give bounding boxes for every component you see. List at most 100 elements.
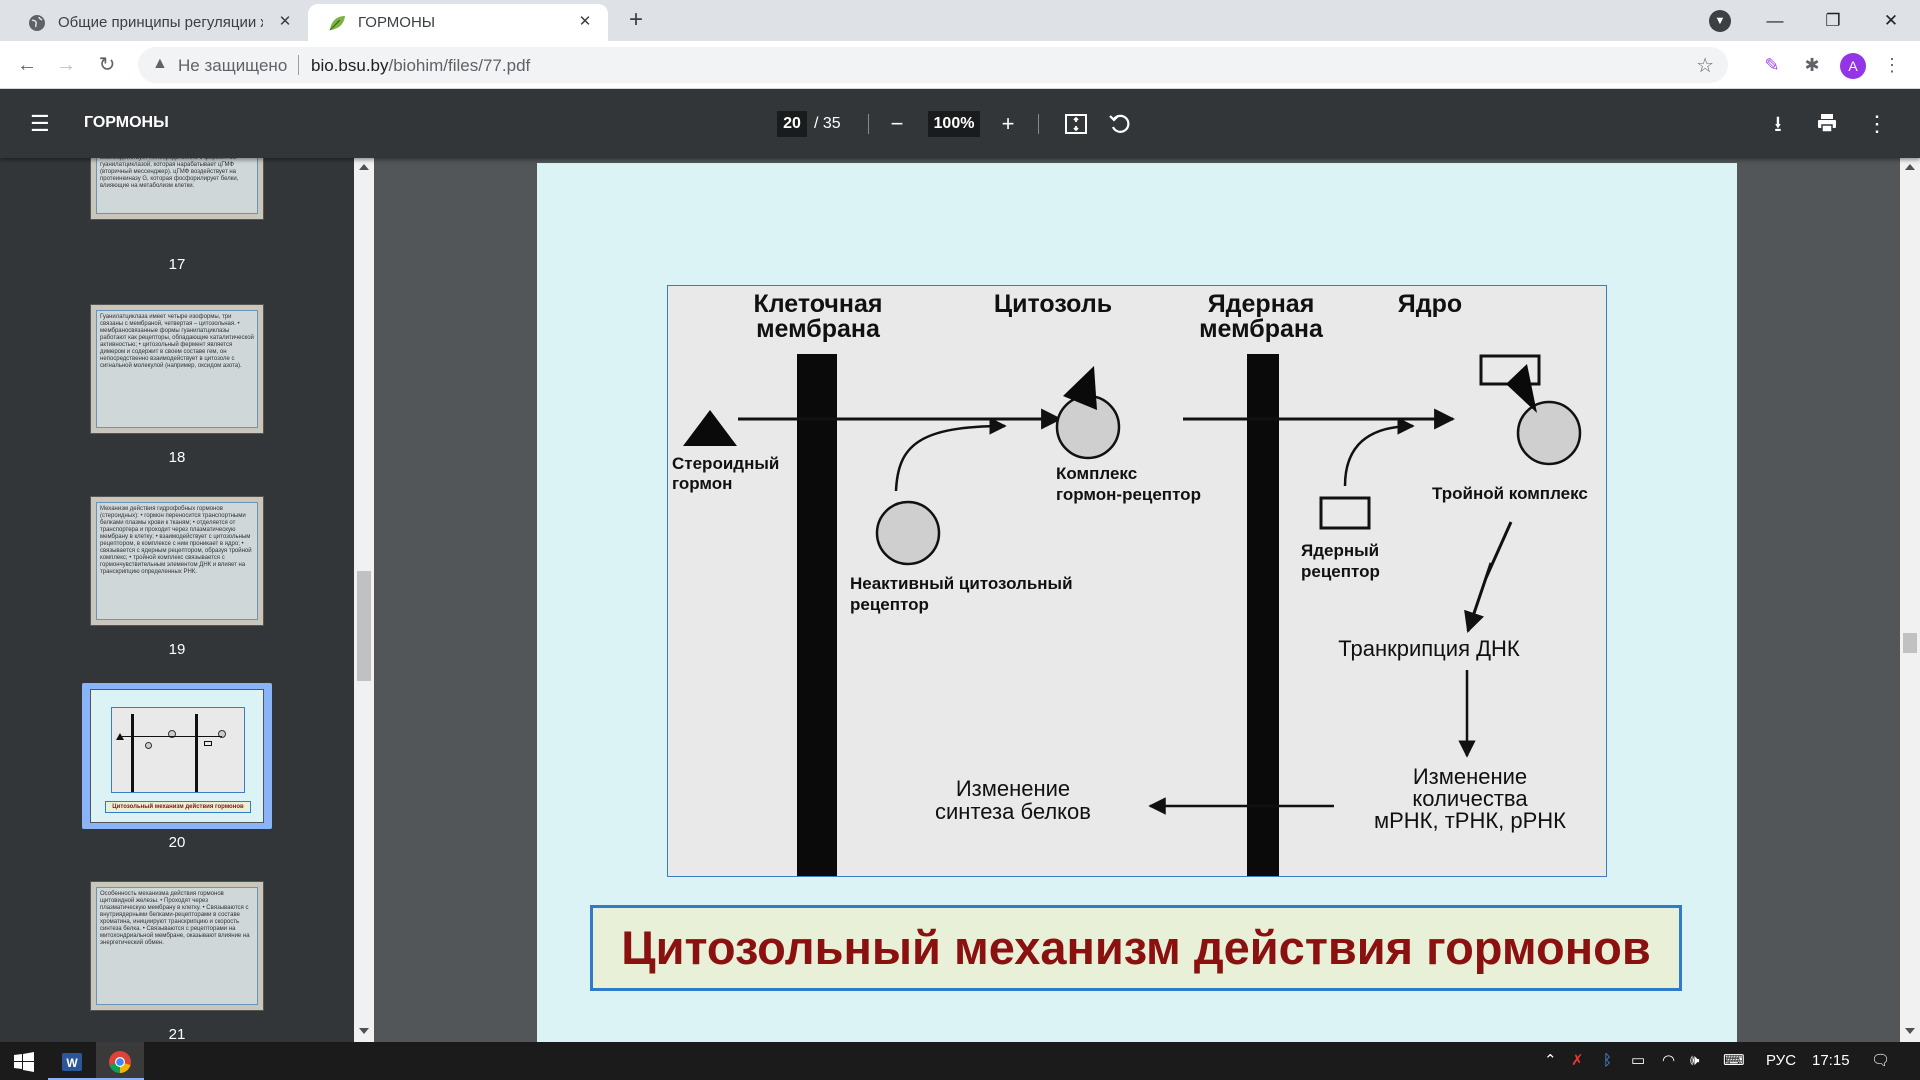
thumbnail-page-19[interactable]: Механизм действия гидрофобных гормонов (… xyxy=(90,496,264,626)
security-label[interactable]: Не защищено xyxy=(178,56,288,75)
close-tab-icon[interactable]: ✕ xyxy=(578,13,592,30)
download-icon[interactable]: ⭳ xyxy=(1774,111,1782,136)
bluetooth-tray-icon[interactable]: ᛒ xyxy=(1603,1052,1613,1069)
thumbnail-page-20[interactable]: Цитозольный механизм действия гормонов xyxy=(90,689,264,823)
scroll-down-arrow-icon[interactable] xyxy=(1905,1028,1915,1034)
back-arrow-icon[interactable]: ← xyxy=(17,54,37,76)
sidebar-scrollbar[interactable] xyxy=(354,158,374,1042)
warning-icon[interactable]: ▲ xyxy=(152,55,168,72)
battery-tray-icon[interactable]: ▭ xyxy=(1631,1052,1646,1069)
minimize-button[interactable]: — xyxy=(1766,11,1784,30)
header-cytosol: Цитозоль xyxy=(994,290,1112,318)
tab-hormones[interactable]: ГОРМОНЫ ✕ xyxy=(308,4,608,41)
thumbnail-page-18[interactable]: Гуанилатциклаза имеет четыре изоформы, т… xyxy=(90,304,264,434)
thumbnail-page-17[interactable]: мембран связи с адреналином; лиганд взаи… xyxy=(90,158,264,220)
thumbnail-page-21[interactable]: Особенность механизма действия гормонов … xyxy=(90,881,264,1011)
thumbnail-preview: Особенность механизма действия гормонов … xyxy=(96,887,258,1005)
pdf-toolbar: ☰ ГОРМОНЫ 20 / 35 − 100% + ⭳ ⋮ xyxy=(0,90,1920,158)
more-options-icon[interactable]: ⋮ xyxy=(1866,111,1888,136)
clock[interactable]: 17:15 xyxy=(1812,1052,1850,1069)
thumbnail-number: 18 xyxy=(168,449,186,466)
label-triple-complex: Тройной комплекс xyxy=(1432,484,1588,503)
scrollbar-thumb[interactable] xyxy=(1903,633,1917,653)
pen-extension-icon[interactable]: ✎ xyxy=(1764,55,1780,75)
triple-complex-circle xyxy=(1516,400,1582,466)
divider xyxy=(1038,114,1039,134)
hamburger-menu-icon[interactable]: ☰ xyxy=(30,111,50,136)
language-indicator[interactable]: РУС xyxy=(1766,1052,1797,1069)
scroll-up-arrow-icon[interactable] xyxy=(1905,164,1915,170)
label-nuclear-receptor-line2: рецептор xyxy=(1301,562,1380,581)
tab-general-principles[interactable]: Общие принципы регуляции ж ✕ xyxy=(8,4,308,41)
tab-search-icon[interactable]: ▼ xyxy=(1709,10,1731,32)
scrollbar-thumb[interactable] xyxy=(357,571,371,681)
word-app-icon[interactable]: W xyxy=(48,1042,96,1080)
divider xyxy=(868,114,869,134)
label-change-synthesis-line2: синтеза белков xyxy=(935,799,1091,824)
zoom-input[interactable]: 100% xyxy=(928,111,980,137)
notifications-icon[interactable]: 🗨 xyxy=(1871,1052,1891,1069)
forward-arrow-icon[interactable]: → xyxy=(56,54,76,76)
bookmark-star-icon[interactable]: ☆ xyxy=(1696,55,1714,77)
rotate-icon[interactable] xyxy=(1107,111,1133,137)
header-cell-membrane-line2: мембрана xyxy=(756,315,881,343)
header-cell-membrane-line1: Клеточная xyxy=(753,290,882,318)
steroid-hormone-triangle xyxy=(683,410,737,446)
thumbnail-caption: Цитозольный механизм действия гормонов xyxy=(105,801,251,813)
volume-tray-icon[interactable]: 🕪 xyxy=(1690,1052,1700,1069)
browser-toolbar: ← → ↻ ▲ Не защищено bio.bsu.by/biohim/fi… xyxy=(0,41,1920,89)
zoom-out-button[interactable]: − xyxy=(890,111,904,136)
print-icon[interactable] xyxy=(1814,111,1840,137)
label-complex-line1: Комплекс xyxy=(1056,464,1137,483)
antivirus-tray-icon[interactable]: ✗ xyxy=(1571,1052,1584,1069)
triple-complex-triangle xyxy=(1506,364,1537,413)
page-total: / 35 xyxy=(814,115,841,132)
label-change-synthesis-line1: Изменение xyxy=(956,776,1070,801)
lightning-arrow xyxy=(1464,521,1513,633)
close-window-button[interactable]: ✕ xyxy=(1883,11,1899,30)
thumbnail-sidebar: мембран связи с адреналином; лиганд взаи… xyxy=(0,158,374,1042)
profile-avatar[interactable]: A xyxy=(1840,53,1866,79)
chrome-menu-icon[interactable]: ⋮ xyxy=(1883,55,1901,75)
url-text[interactable]: bio.bsu.by/biohim/files/77.pdf xyxy=(311,56,530,76)
thumbnail-preview: Гуанилатциклаза имеет четыре изоформы, т… xyxy=(96,310,258,428)
reload-icon[interactable]: ↻ xyxy=(98,54,116,76)
cell-membrane-bar xyxy=(797,354,837,876)
tray-chevron-icon[interactable]: ⌃ xyxy=(1544,1052,1557,1069)
thumbnail-diagram-preview xyxy=(111,707,245,793)
thumbnail-number: 20 xyxy=(168,834,186,851)
hormone-mechanism-diagram: Клеточная мембрана Цитозоль Ядерная мемб… xyxy=(667,285,1607,877)
label-steroid-hormone-line2: гормон xyxy=(672,474,732,493)
tab-title: Общие принципы регуляции ж xyxy=(58,14,263,31)
fit-page-icon[interactable] xyxy=(1063,111,1089,137)
label-transcription: Транкрипция ДНК xyxy=(1338,636,1520,661)
thumbnail-preview: Механизм действия гидрофобных гормонов (… xyxy=(96,502,258,620)
extensions-puzzle-icon[interactable]: ✱ xyxy=(1804,55,1820,75)
chrome-app-icon[interactable] xyxy=(96,1042,144,1080)
slide-caption: Цитозольный механизм действия гормонов xyxy=(621,921,1651,974)
thumbnail-number: 19 xyxy=(168,641,186,658)
restore-button[interactable]: ❐ xyxy=(1825,11,1841,30)
arrow-nuclear-receptor-curve xyxy=(1343,417,1415,487)
windows-start-icon[interactable] xyxy=(0,1042,48,1080)
label-complex-line2: гормон-рецептор xyxy=(1056,485,1201,504)
tab-title: ГОРМОНЫ xyxy=(358,14,436,31)
wifi-tray-icon[interactable]: ◠ xyxy=(1662,1052,1676,1069)
keyboard-tray-icon[interactable]: ⌨ xyxy=(1723,1052,1745,1069)
label-steroid-hormone-line1: Стероидный xyxy=(672,454,779,473)
zoom-in-button[interactable]: + xyxy=(1001,111,1015,136)
svg-text:W: W xyxy=(66,1056,78,1070)
label-nuclear-receptor-line1: Ядерный xyxy=(1301,541,1379,560)
address-bar[interactable]: ▲ Не защищено bio.bsu.by/biohim/files/77… xyxy=(138,47,1728,83)
url-path: /biohim/files/77.pdf xyxy=(388,56,531,75)
close-tab-icon[interactable]: ✕ xyxy=(278,13,292,30)
label-change-amount-line1: Изменение xyxy=(1413,764,1527,789)
scroll-down-arrow-icon[interactable] xyxy=(359,1028,369,1034)
new-tab-button[interactable]: + xyxy=(628,6,643,33)
url-host: bio.bsu.by xyxy=(311,56,389,75)
scroll-up-arrow-icon[interactable] xyxy=(359,164,369,170)
nuclear-receptor-rect xyxy=(1319,496,1371,530)
page-number-input[interactable]: 20 xyxy=(777,111,807,137)
main-scrollbar[interactable] xyxy=(1900,158,1920,1042)
leaf-icon xyxy=(329,15,345,30)
